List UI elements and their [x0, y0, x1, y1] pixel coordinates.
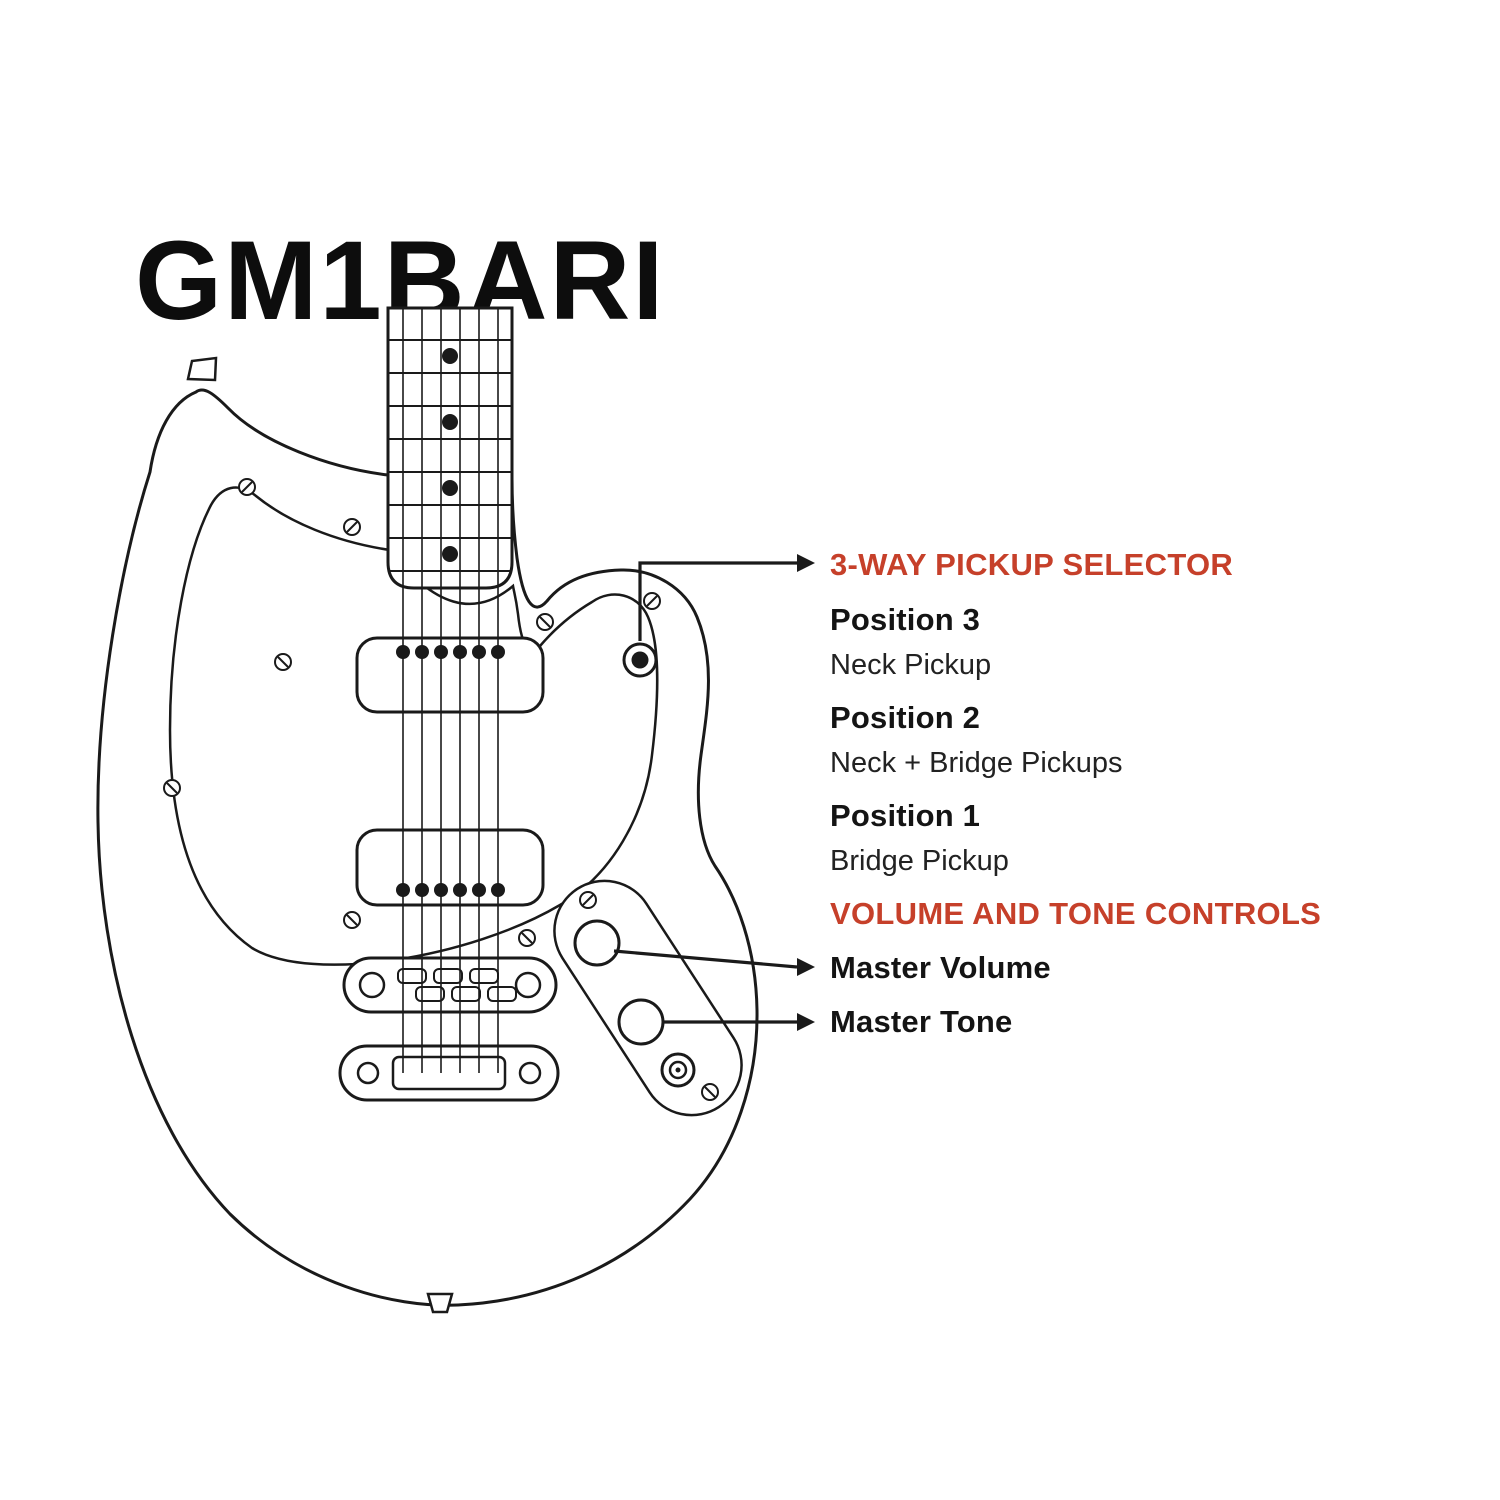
screw-icon [163, 779, 181, 797]
volume-arrow [613, 949, 815, 976]
strap-button-bottom [426, 1292, 454, 1314]
position-2-label: Position 2 [830, 700, 981, 735]
master-tone-label: Master Tone [830, 1004, 1013, 1039]
tone-knob [617, 998, 665, 1046]
position-1-description: Bridge Pickup [830, 845, 1009, 877]
screw-icon [518, 929, 536, 947]
fret-dot [442, 480, 458, 496]
neck-pickup [355, 636, 545, 714]
position-1-label: Position 1 [830, 798, 981, 833]
fret-dot [442, 546, 458, 562]
position-3-description: Neck Pickup [830, 649, 992, 681]
selector-heading: 3-WAY PICKUP SELECTOR [830, 547, 1234, 582]
strings [402, 308, 499, 1073]
screw-icon [579, 891, 597, 909]
pickup-selector-switch [622, 642, 658, 678]
tailpiece [338, 1044, 560, 1102]
screw-icon [343, 911, 361, 929]
frets [388, 339, 512, 572]
bridge-pickup [355, 828, 545, 907]
screw-icon [274, 653, 292, 671]
bridge [342, 956, 558, 1014]
screw-icon [238, 478, 256, 496]
position-2-description: Neck + Bridge Pickups [830, 747, 1123, 779]
volume-knob [573, 919, 621, 967]
screw-icon [536, 613, 554, 631]
screw-icon [643, 592, 661, 610]
strap-button-top [186, 356, 218, 382]
controls-heading: VOLUME AND TONE CONTROLS [830, 896, 1322, 931]
fret-dot [442, 414, 458, 430]
fret-dots [442, 348, 458, 562]
master-volume-label: Master Volume [830, 950, 1051, 985]
pickguard-screws [163, 478, 719, 1101]
neck [386, 306, 514, 590]
output-jack [660, 1052, 696, 1088]
selector-arrow [638, 554, 815, 641]
fret-dot [442, 348, 458, 364]
screw-icon [343, 518, 361, 536]
tone-arrow [664, 1013, 815, 1031]
position-3-label: Position 3 [830, 602, 981, 637]
screw-icon [701, 1083, 719, 1101]
